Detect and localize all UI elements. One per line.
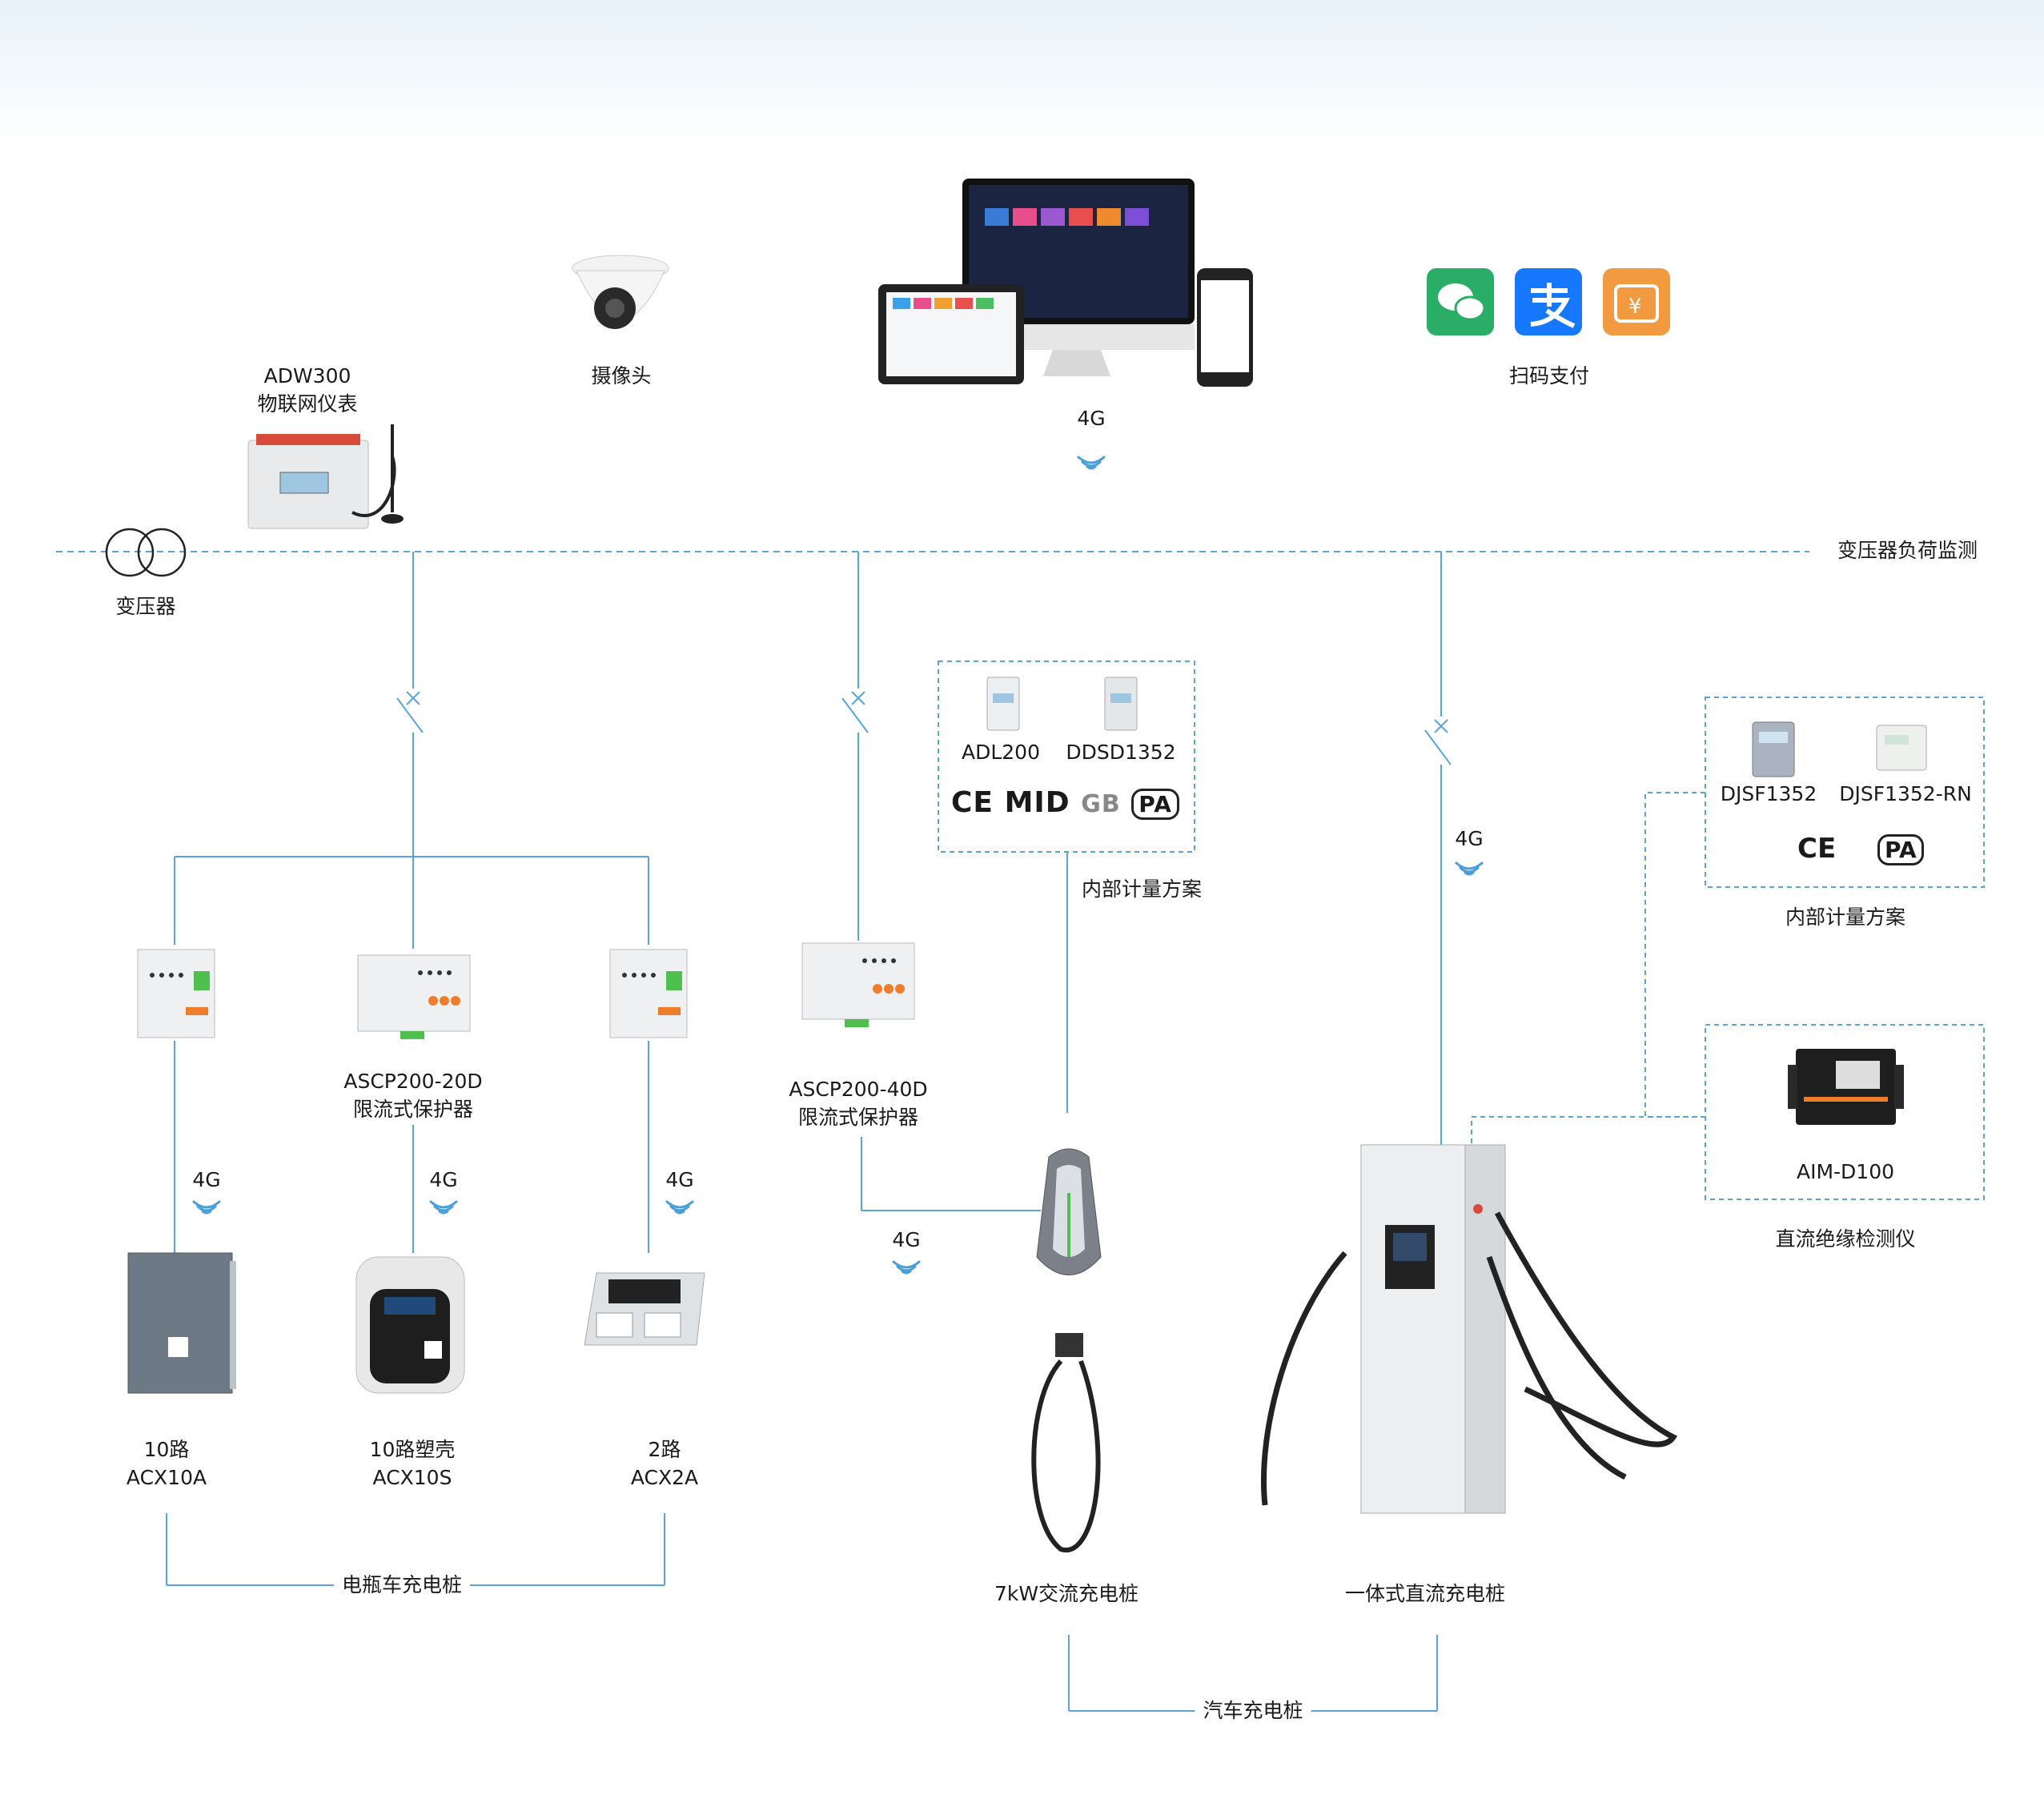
alipay-icon <box>1515 268 1582 335</box>
svg-text:¥: ¥ <box>1628 295 1642 319</box>
ascp200-20d-model: ASCP200-20D <box>343 1070 483 1093</box>
meter-box-1-frame <box>938 661 1195 853</box>
acx2a-desc: 2路 <box>648 1438 681 1461</box>
transformer-label: 变压器 <box>115 595 176 618</box>
bus-label: 变压器负荷监测 <box>1829 536 1986 564</box>
pa-mark: PA <box>1131 789 1179 820</box>
pa-mark: PA <box>1877 834 1924 865</box>
acx10a-desc: 10路 <box>143 1438 190 1461</box>
wallet-icon: ¥ <box>1603 268 1670 335</box>
payment-label: 扫码支付 <box>1508 364 1590 387</box>
monitoring-platform-icon <box>878 179 1253 387</box>
adl200-label: ADL200 <box>962 741 1040 764</box>
ac-7kw-charger-icon <box>1031 1148 1102 1553</box>
ascp200-20d-module-icon <box>357 954 471 1039</box>
wechat-pay-icon <box>1427 268 1494 335</box>
acx10s-model: ACX10S <box>372 1466 452 1489</box>
payment-icons: ¥ <box>1427 268 1670 335</box>
ascp200-40d-module-icon <box>801 942 915 1027</box>
wifi-icon <box>192 1200 221 1215</box>
wifi-icon <box>1077 456 1106 470</box>
mid-mark: MID <box>1004 786 1070 819</box>
acx10a-label: 10路 ACX10A <box>126 1436 207 1492</box>
ebike-group-label: 电瓶车充电桩 <box>333 1571 471 1599</box>
acx10s-charger-icon <box>355 1256 465 1394</box>
acx2a-charger-icon <box>584 1272 705 1346</box>
net-4g-label: 4G <box>429 1168 458 1191</box>
gb-mark: GB <box>1081 790 1121 818</box>
net-4g-label: 4G <box>665 1168 694 1191</box>
ce-mark: CE <box>1797 833 1837 865</box>
acx10s-desc: 10路塑壳 <box>369 1438 456 1461</box>
camera-icon <box>572 255 669 329</box>
cert-marks-2: CE PA <box>1797 833 1924 865</box>
meter-box-2-caption: 内部计量方案 <box>1785 905 1906 929</box>
ascp200-40d-name: 限流式保护器 <box>797 1106 918 1129</box>
adw300-name: 物联网仪表 <box>257 392 358 416</box>
acx10a-model: ACX10A <box>126 1466 207 1489</box>
djsf1352-label: DJSF1352 <box>1720 782 1817 805</box>
ascp200-40d-model: ASCP200-40D <box>789 1078 928 1101</box>
camera-label: 摄像头 <box>591 364 652 387</box>
net-4g-label: 4G <box>892 1228 921 1251</box>
acx2a-protector-module-icon <box>609 949 688 1038</box>
transformer-symbol <box>105 528 187 577</box>
ac-7kw-label: 7kW交流充电桩 <box>994 1582 1139 1605</box>
dc-charger-label: 一体式直流充电桩 <box>1344 1582 1506 1605</box>
net-4g-label: 4G <box>1455 827 1484 850</box>
wifi-icon <box>429 1200 458 1215</box>
wifi-icon <box>892 1260 921 1275</box>
net-4g-label: 4G <box>192 1168 221 1191</box>
aim-model: AIM-D100 <box>1796 1160 1895 1183</box>
aim-d100-device-icon <box>1788 1049 1904 1125</box>
ascp200-20d-label: ASCP200-20D 限流式保护器 <box>343 1067 482 1123</box>
acx2a-label: 2路 ACX2A <box>631 1436 698 1492</box>
car-group-label: 汽车充电桩 <box>1195 1697 1311 1725</box>
ddsd1352-meter-icon <box>1104 677 1138 731</box>
djsf1352-rn-label: DJSF1352-RN <box>1839 782 1972 805</box>
acx10a-protector-module-icon <box>137 949 215 1038</box>
ddsd1352-label: DDSD1352 <box>1066 741 1176 764</box>
adl200-meter-icon <box>986 677 1020 731</box>
aim-caption: 直流绝缘检测仪 <box>1775 1227 1916 1251</box>
acx10s-label: 10路塑壳 ACX10S <box>370 1436 456 1492</box>
adw300-meter-icon <box>247 424 404 529</box>
ce-mark: CE <box>951 786 994 819</box>
aim-box-frame <box>1705 1024 1985 1200</box>
dc-charger-icon <box>1260 1144 1678 1514</box>
ascp200-40d-label: ASCP200-40D 限流式保护器 <box>789 1075 927 1131</box>
meter-box-2-frame <box>1705 697 1985 888</box>
djsf1352-rn-meter-icon <box>1876 725 1927 771</box>
acx10a-charger-icon <box>127 1252 236 1394</box>
meter-box-1-caption: 内部计量方案 <box>1081 877 1203 901</box>
adw300-label: ADW300 物联网仪表 <box>257 362 357 418</box>
platform-4g-label: 4G <box>1077 407 1106 430</box>
ascp200-20d-name: 限流式保护器 <box>352 1098 473 1121</box>
cert-marks-1: CE MID GB PA <box>951 786 1179 820</box>
adw300-model: ADW300 <box>263 364 351 387</box>
header-band <box>0 0 2044 144</box>
wifi-icon <box>665 1200 694 1215</box>
djsf1352-meter-icon <box>1752 721 1795 777</box>
acx2a-model: ACX2A <box>630 1466 699 1489</box>
wifi-icon <box>1455 861 1484 876</box>
